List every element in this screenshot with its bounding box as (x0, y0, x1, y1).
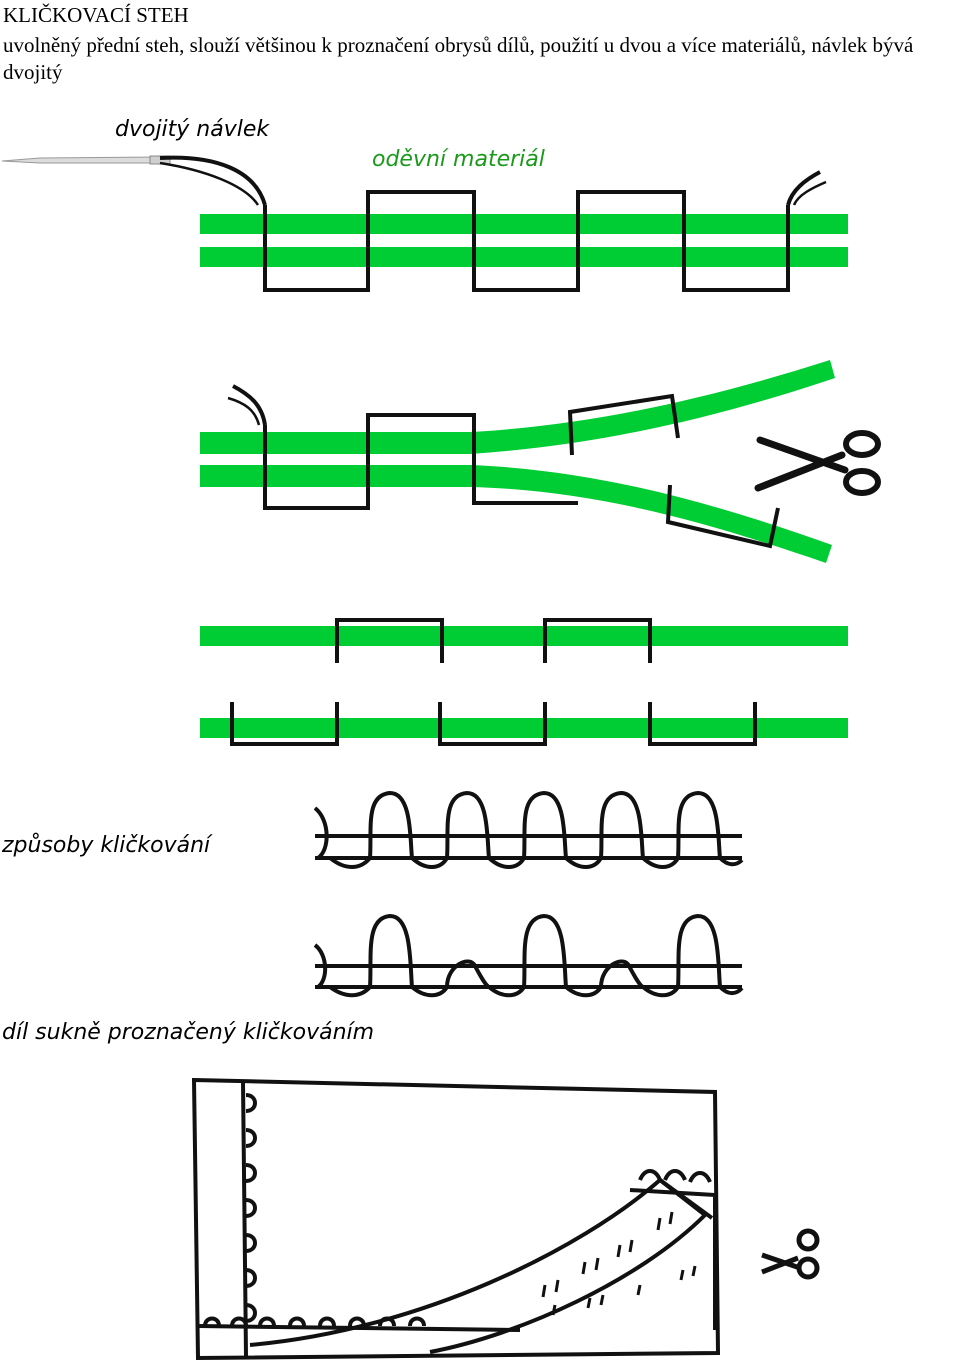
stitch-line (263, 190, 790, 292)
page-title: KLIČKOVACÍ STEH (3, 3, 189, 27)
figure-separating (200, 360, 881, 563)
figure-stitching (1, 155, 848, 292)
needle-icon (1, 155, 171, 165)
fabric-layer-bottom (200, 247, 848, 267)
label-skirt-piece: díl sukně proznačený kličkováním (2, 1020, 375, 1045)
scissors-icon (754, 430, 881, 496)
page-description: uvolněný přední steh, slouží většinou k … (3, 33, 914, 84)
label-double-thread: dvojitý návlek (115, 117, 270, 142)
scissors-icon (761, 1228, 820, 1280)
fabric-layer-top (200, 214, 848, 234)
label-fabric: oděvní materiál (372, 147, 545, 172)
label-methods: způsoby kličkování (2, 833, 211, 858)
figure-separated (200, 618, 848, 746)
figure-methods (313, 790, 744, 998)
figure-skirt-piece (191, 1077, 820, 1361)
